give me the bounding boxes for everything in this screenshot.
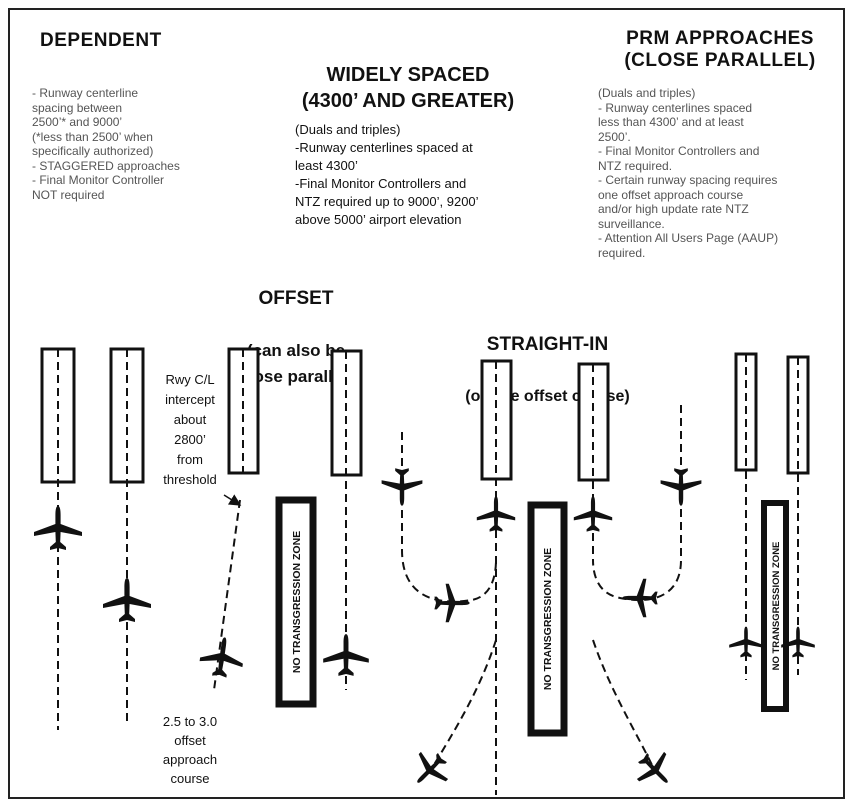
prm-notes: (Duals and triples) - Runway centerlines…	[598, 86, 779, 260]
breakout-path-left	[431, 639, 497, 769]
intercept-label: Rwy C/L intercept about 2800’ from thres…	[163, 372, 217, 487]
aircraft-breakout-left	[403, 743, 457, 797]
offset-title: OFFSET	[258, 288, 334, 309]
aircraft-breakout-right	[628, 743, 682, 797]
dependent-heading: DEPENDENT	[40, 30, 162, 51]
aircraft-prm-left	[729, 626, 763, 658]
intercept-arrow	[223, 494, 242, 506]
breakout-path-right	[592, 639, 653, 766]
ntz-straight-in: NO TRANSGRESSION ZONE	[527, 501, 568, 737]
aircraft-missed-right-lower	[622, 578, 658, 618]
offset-course-label: 2.5 to 3.0 offset approach course	[162, 714, 218, 786]
dependent-notes: - Runway centerline spacing between 2500…	[32, 86, 180, 202]
aircraft-straight-right	[573, 496, 613, 532]
ntz-prm: NO TRANSGRESSION ZONE	[761, 500, 789, 712]
aircraft-straight-left	[476, 496, 516, 532]
aircraft-dependent-right	[103, 578, 151, 622]
ntz-prm-label: NO TRANSGRESSION ZONE	[771, 542, 782, 671]
aircraft-offset-right	[323, 634, 369, 676]
aircraft-missed-left-upper	[381, 468, 423, 506]
aircraft-missed-right-upper	[660, 468, 702, 506]
ntz-offset-label: NO TRANSGRESSION ZONE	[291, 531, 303, 673]
aircraft-missed-left-lower	[434, 583, 470, 623]
ntz-straight-in-label: NO TRANSGRESSION ZONE	[542, 548, 554, 690]
prm-heading: PRM APPROACHES (CLOSE PARALLEL)	[624, 28, 816, 71]
aircraft-offset-course	[197, 634, 247, 680]
missed-approach-right	[592, 405, 682, 601]
ntz-offset: NO TRANSGRESSION ZONE	[275, 496, 317, 708]
widely-spaced-heading: WIDELY SPACED (4300’ AND GREATER)	[301, 64, 515, 112]
straight-in-title: STRAIGHT-IN	[486, 334, 609, 355]
widely-spaced-notes: (Duals and triples) -Runway centerlines …	[295, 122, 479, 227]
aircraft-dependent-left	[34, 506, 82, 550]
diagram-frame	[8, 8, 845, 799]
